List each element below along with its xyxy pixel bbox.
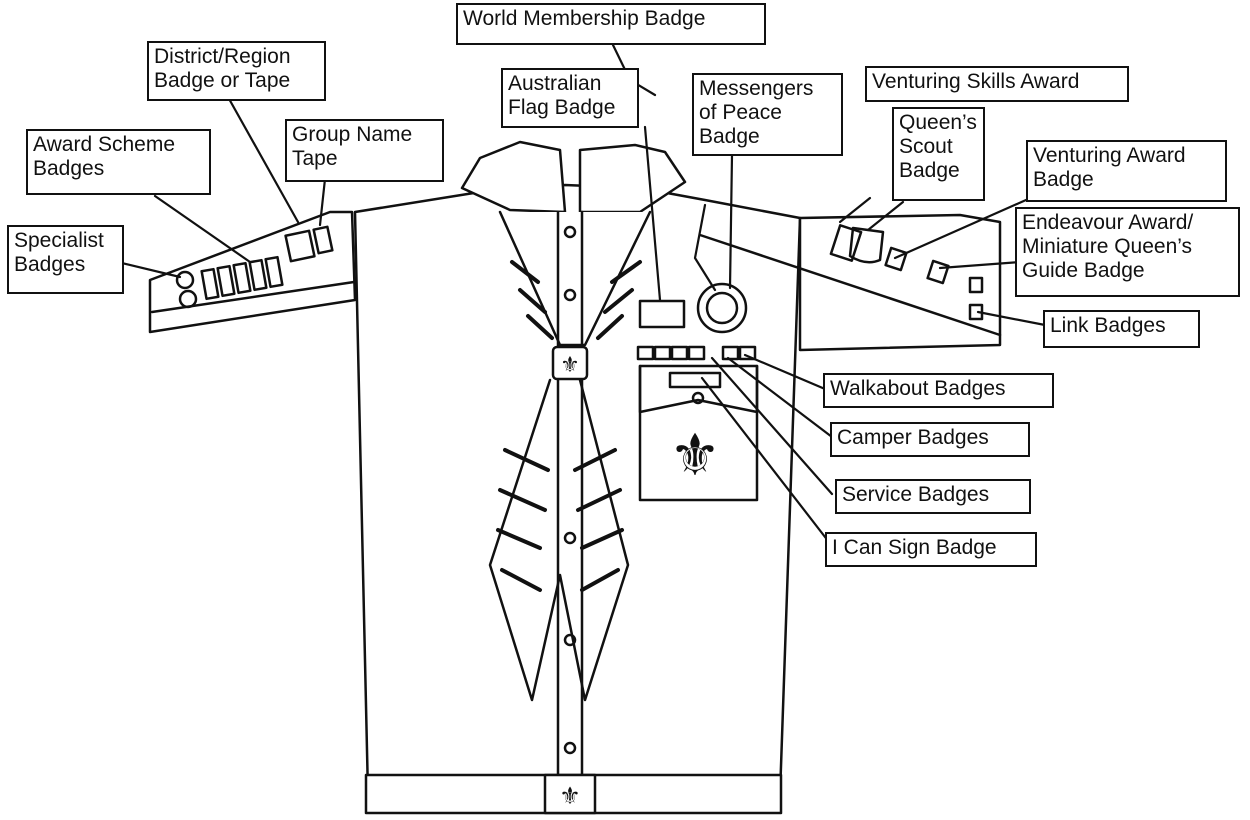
fleur-de-lis-icon: ⚜: [560, 353, 580, 378]
label-specialist-badges: Specialist Badges: [7, 225, 124, 294]
label-venturing-skills-award: Venturing Skills Award: [865, 66, 1129, 102]
label-messengers-of-peace-badge: Messengers of Peace Badge: [692, 73, 843, 156]
label-walkabout-badges: Walkabout Badges: [823, 373, 1054, 408]
fleur-de-lis-icon: ⚜: [559, 782, 581, 810]
label-endeavour-award: Endeavour Award/ Miniature Queen’s Guide…: [1015, 207, 1240, 297]
label-world-membership-badge: World Membership Badge: [456, 3, 766, 45]
label-group-name-tape: Group Name Tape: [285, 119, 444, 182]
fleur-de-lis-icon: ⚜: [669, 421, 721, 489]
label-award-scheme-badges: Award Scheme Badges: [26, 129, 211, 195]
label-queens-scout-badge: Queen’s Scout Badge: [892, 107, 985, 201]
label-link-badges: Link Badges: [1043, 310, 1200, 348]
label-i-can-sign-badge: I Can Sign Badge: [825, 532, 1037, 567]
label-venturing-award-badge: Venturing Award Badge: [1026, 140, 1227, 202]
label-service-badges: Service Badges: [835, 479, 1031, 514]
label-district-region-badge: District/Region Badge or Tape: [147, 41, 326, 101]
label-camper-badges: Camper Badges: [830, 422, 1030, 457]
label-australian-flag-badge: Australian Flag Badge: [501, 68, 639, 128]
